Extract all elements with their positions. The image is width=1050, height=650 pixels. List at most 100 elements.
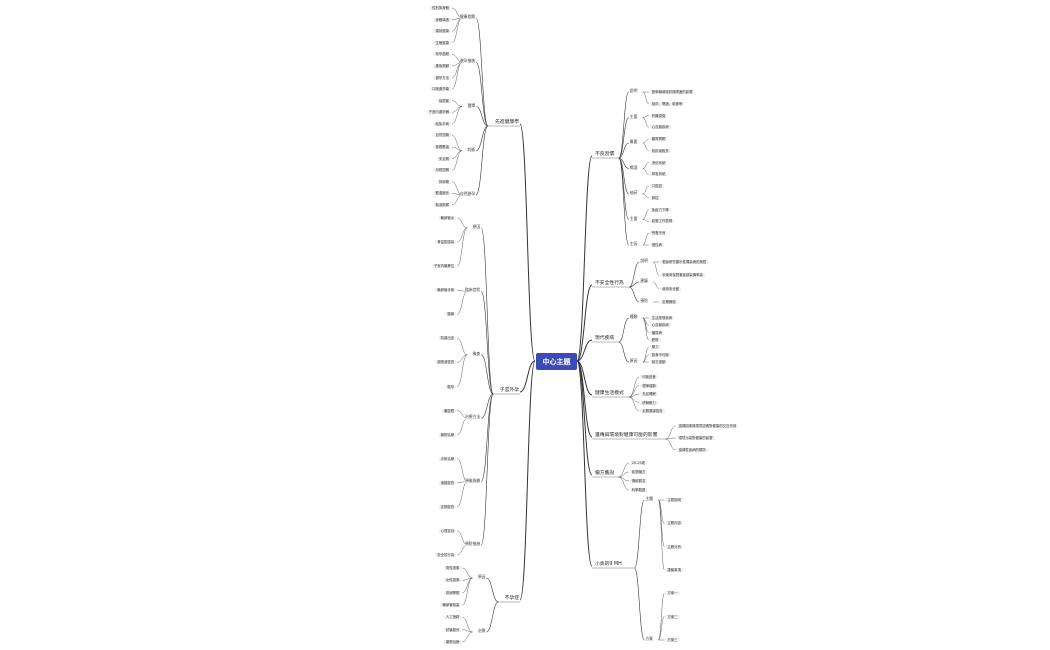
leaf-l1-14[interactable]: 月經週期 <box>433 168 451 173</box>
sub-r3-0[interactable]: 種類 <box>629 314 638 319</box>
leaf-r7-6[interactable]: 方案三 <box>665 638 680 642</box>
leaf-l2-13[interactable]: 心理支持 <box>438 528 457 533</box>
leaf-l2-8[interactable]: 腹腔鏡 <box>442 408 457 413</box>
leaf-r4-3[interactable]: 紓解壓力 <box>640 400 658 405</box>
sub-l1-1[interactable]: 避孕措施 <box>459 58 475 64</box>
sub-l3-0[interactable]: 原因 <box>477 574 486 579</box>
leaf-r3-6[interactable]: 缺乏運動 <box>649 360 668 364</box>
leaf-r6-0[interactable]: 20-25歲 <box>629 461 648 465</box>
leaf-l3-3[interactable]: 輸卵管阻塞 <box>440 603 462 607</box>
central-topic[interactable]: 中心主题 <box>536 353 577 370</box>
leaf-l1-10[interactable]: 結紮手術 <box>433 121 451 126</box>
leaf-l2-5[interactable]: 陰道出血 <box>438 336 457 341</box>
sub-l3-1[interactable]: 治療 <box>477 628 486 633</box>
sub-l2-2[interactable]: 檢查 <box>472 350 481 356</box>
leaf-r4-1[interactable]: 規律運動 <box>640 383 658 388</box>
branch-r5[interactable]: 遺傳與環境對健康可能的影響 <box>594 433 659 438</box>
leaf-l1-9[interactable]: 子宮內避孕器 <box>426 110 451 115</box>
leaf-r3-4[interactable]: 壓力 <box>649 345 661 350</box>
leaf-r6-2[interactable]: 傳統觀念 <box>629 479 648 483</box>
leaf-r2-0[interactable]: 根據研究顯示性傳染病的風險 <box>660 260 709 264</box>
sub-r2-2[interactable]: 預防 <box>640 298 648 303</box>
sub-r2-0[interactable]: 說明 <box>640 258 648 263</box>
leaf-l2-14[interactable]: 安全性行為 <box>435 553 457 557</box>
branch-r6[interactable]: 偏方舊說 <box>594 471 616 476</box>
sub-l1-2[interactable]: 選擇 <box>467 102 475 108</box>
sub-r2-1[interactable]: 建議 <box>640 278 648 283</box>
sub-l2-0[interactable]: 原因 <box>472 224 481 229</box>
leaf-l2-11[interactable]: 追蹤檢查 <box>438 480 457 485</box>
leaf-r3-5[interactable]: 飲食不均衡 <box>649 352 671 357</box>
sub-r1-1[interactable]: 主要 <box>629 113 638 119</box>
leaf-r1-13[interactable]: 慢性病 <box>649 243 664 247</box>
leaf-l1-12[interactable]: 基礎體溫 <box>433 145 451 150</box>
sub-l2-1[interactable]: 臨床症狀 <box>465 287 481 293</box>
leaf-r1-3[interactable]: 心血管疾病 <box>649 125 671 130</box>
leaf-l1-8[interactable]: 保險套 <box>436 98 451 103</box>
leaf-l1-6[interactable]: 避孕方法 <box>433 75 451 80</box>
leaf-l1-0[interactable]: 性別與身體 <box>430 6 451 10</box>
sub-l2-4[interactable]: 預後照顧 <box>465 477 481 483</box>
leaf-r1-10[interactable]: 免疫力下降 <box>649 207 671 212</box>
sub-l1-0[interactable]: 健康相關 <box>459 14 475 19</box>
branch-r2[interactable]: 不安全性行為 <box>594 281 625 286</box>
sub-l2-5[interactable]: 預防措施 <box>465 541 481 546</box>
leaf-r1-11[interactable]: 影響工作表現 <box>649 219 675 224</box>
leaf-l2-12[interactable]: 定期檢查 <box>438 504 457 509</box>
leaf-r1-9[interactable]: 肺癌 <box>649 195 661 200</box>
leaf-r1-1[interactable]: 吸菸、喝酒、嚼食等 <box>649 101 685 106</box>
leaf-r7-3[interactable]: 建議事項 <box>665 568 683 572</box>
leaf-r3-2[interactable]: 糖尿病 <box>649 330 664 335</box>
branch-l3[interactable]: 不孕症 <box>503 596 520 601</box>
leaf-r1-5[interactable]: 吸菸者較多 <box>649 148 671 153</box>
leaf-l2-6[interactable]: 超音波檢查 <box>435 360 457 365</box>
branch-r3[interactable]: 現代疾病 <box>594 336 616 341</box>
branch-r7[interactable]: 小真的9 MH <box>594 562 623 567</box>
sub-r7-1[interactable]: 方案 <box>645 636 653 641</box>
sub-r1-3[interactable]: 喝酒 <box>629 164 638 170</box>
leaf-r1-12[interactable]: 營養不良 <box>649 231 668 236</box>
sub-l2-3[interactable]: 治療方法 <box>465 414 481 420</box>
leaf-l2-3[interactable]: 輸卵管手術 <box>435 288 457 293</box>
leaf-l1-13[interactable]: 安全期 <box>436 156 451 161</box>
leaf-l2-4[interactable]: 腹痛 <box>445 312 457 317</box>
leaf-r4-4[interactable]: 定期健康檢查 <box>640 409 665 413</box>
branch-r4[interactable]: 健康生活模式 <box>594 391 625 396</box>
leaf-l1-15[interactable]: 排卵期 <box>436 179 451 184</box>
sub-r3-1[interactable]: 原因 <box>629 358 638 363</box>
leaf-l3-2[interactable]: 排卵問題 <box>443 590 462 595</box>
leaf-l1-2[interactable]: 婚前健康 <box>433 29 451 34</box>
leaf-l2-10[interactable]: 手術治療 <box>438 456 457 461</box>
leaf-l1-4[interactable]: 懷孕過程 <box>433 52 451 57</box>
leaf-l3-5[interactable]: 試管嬰兒 <box>443 627 462 632</box>
sub-l1-4[interactable]: 自然避孕 <box>459 191 475 196</box>
leaf-l1-3[interactable]: 生殖健康 <box>433 40 451 45</box>
sub-r1-4[interactable]: 抽菸 <box>629 190 638 195</box>
leaf-r5-0[interactable]: 遺傳因素與環境因素對健康的交互作用 <box>676 424 739 428</box>
leaf-r2-3[interactable]: 定期篩檢 <box>660 300 678 304</box>
branch-r1[interactable]: 不良習慣 <box>594 152 616 157</box>
leaf-l1-17[interactable]: 黏液觀察 <box>433 203 451 207</box>
leaf-l2-0[interactable]: 輸卵管炎 <box>438 216 457 220</box>
leaf-l1-11[interactable]: 自然週期 <box>433 133 451 138</box>
leaf-r3-0[interactable]: 生活型態疾病 <box>649 316 675 320</box>
sub-r7-0[interactable]: 主題 <box>645 496 653 501</box>
leaf-r4-2[interactable]: 充足睡眠 <box>640 392 658 396</box>
branch-l1[interactable]: 先進健康學 <box>494 120 520 125</box>
leaf-l3-0[interactable]: 男性因素 <box>443 566 462 570</box>
leaf-r7-2[interactable]: 主題分析 <box>665 544 683 549</box>
sub-r1-6[interactable]: 主因 <box>629 241 638 246</box>
sub-l1-3[interactable]: 判斷 <box>467 146 475 152</box>
branch-l2[interactable]: 子宮外孕 <box>498 388 520 393</box>
sub-r1-5[interactable]: 主要 <box>629 215 638 221</box>
leaf-r1-0[interactable]: 醫學報導吸菸與喝酒的影響 <box>649 90 695 94</box>
leaf-r3-3[interactable]: 肥胖 <box>649 338 661 342</box>
leaf-r7-4[interactable]: 方案一 <box>665 591 680 596</box>
leaf-r4-0[interactable]: 均衡飲食 <box>640 375 658 379</box>
leaf-r1-8[interactable]: 口腔癌 <box>649 184 664 189</box>
leaf-r1-6[interactable]: 消化系統 <box>649 160 668 165</box>
leaf-r2-1[interactable]: 未使用保險套者感染機率高 <box>660 273 705 278</box>
leaf-r1-7[interactable]: 呼吸系統 <box>649 172 668 177</box>
sub-r1-2[interactable]: 概要 <box>629 139 638 144</box>
leaf-r7-0[interactable]: 主題說明 <box>665 498 683 502</box>
